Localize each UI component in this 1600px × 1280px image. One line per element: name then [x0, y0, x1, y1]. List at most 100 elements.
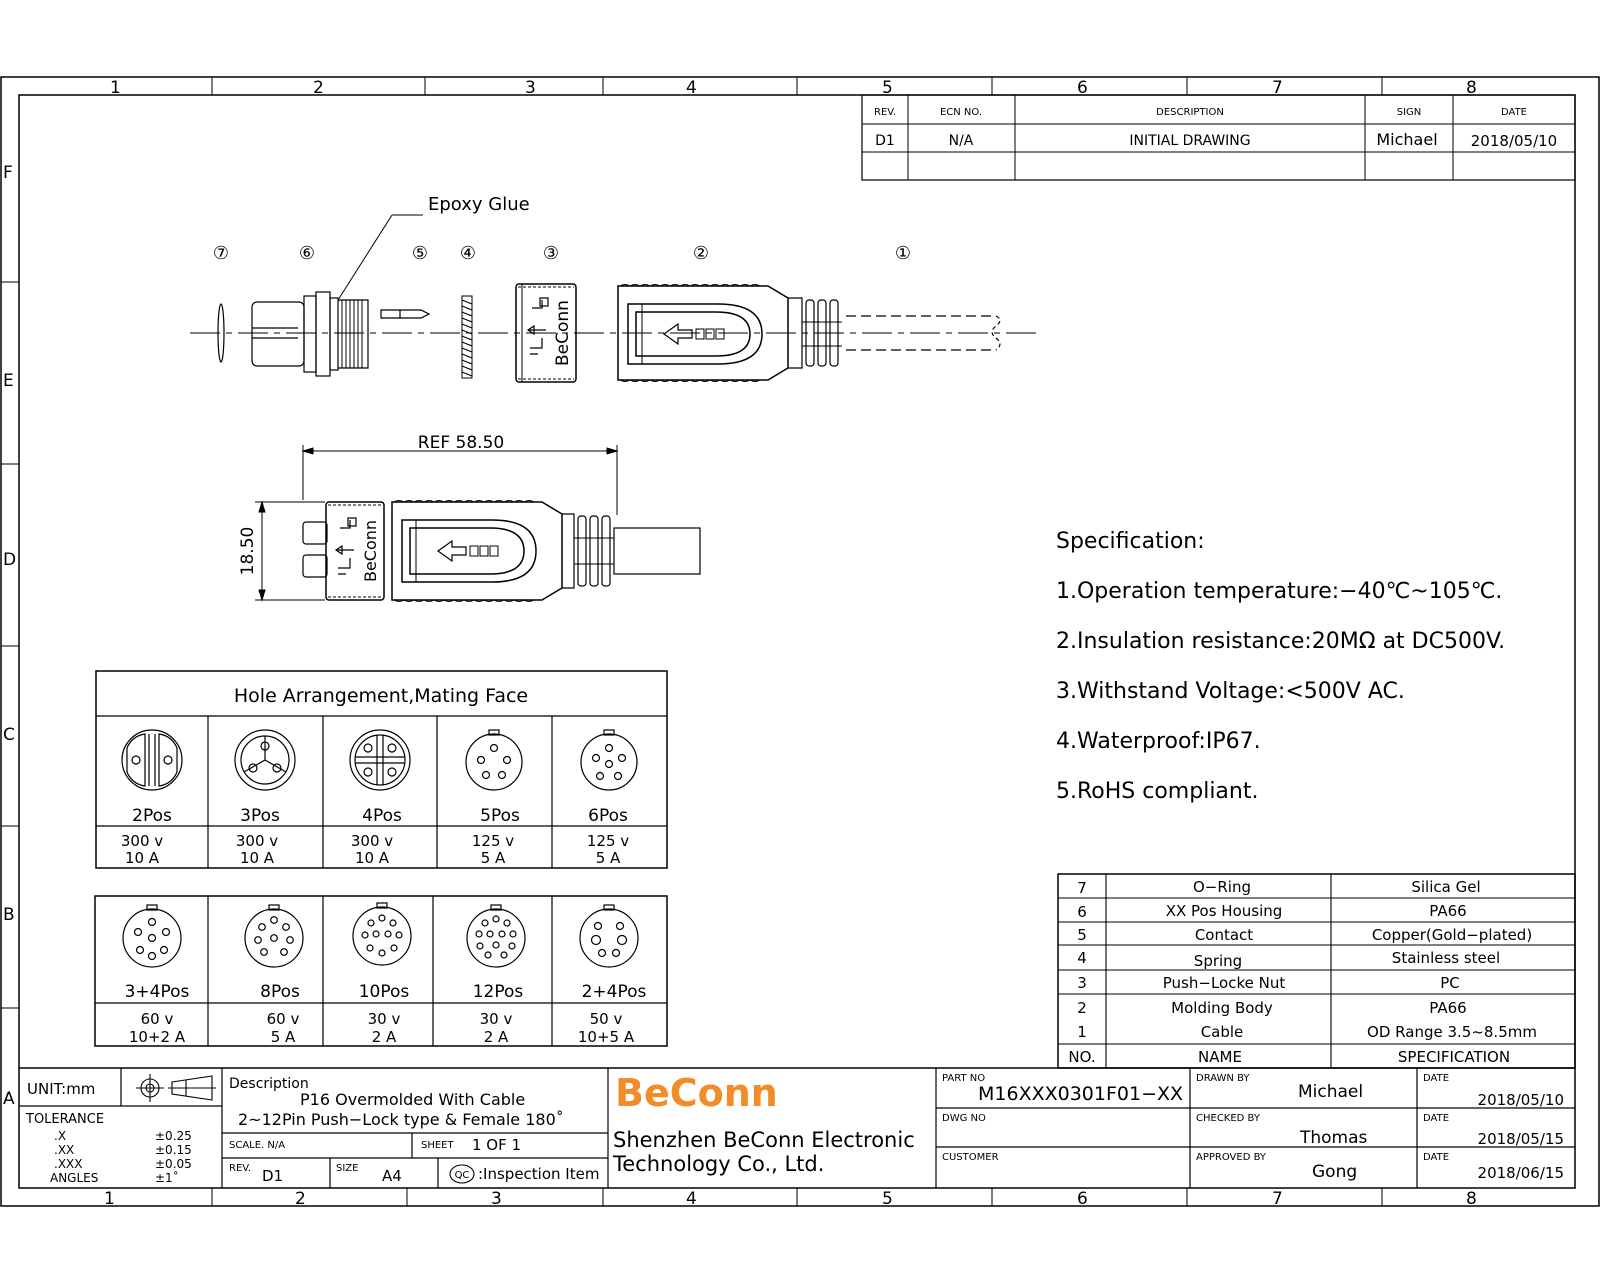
- description-line-1: P16 Overmolded With Cable: [300, 1090, 525, 1109]
- tol-xx-label: .XX: [54, 1143, 74, 1157]
- left-row-ticks: [1, 281, 19, 1009]
- row-label-C: C: [3, 725, 15, 745]
- sheet-value: 1 OF 1: [472, 1136, 521, 1154]
- assembled-pins: [302, 521, 328, 578]
- voltage-5pos: 125 v: [472, 832, 514, 850]
- voltage-2plus4pos: 50 v: [590, 1010, 623, 1028]
- label-8pos: 8Pos: [260, 982, 300, 1002]
- housing-part: [251, 291, 369, 377]
- tol-angles-value: ±1˚: [155, 1170, 179, 1185]
- title-block: UNIT:mm TOLERANCE .X ±0.25 .XX ±0.15 .XX…: [19, 1067, 1575, 1188]
- approved-by-label: APPROVED BY: [1196, 1152, 1267, 1163]
- third-angle-projection-icon: [136, 1074, 216, 1102]
- specification-block: Specification: 1.Operation temperature:−…: [1056, 529, 1505, 804]
- voltage-2pos: 300 v: [121, 832, 163, 850]
- col-label-bottom-6: 6: [1077, 1189, 1088, 1209]
- bom-name-1: Cable: [1201, 1023, 1244, 1041]
- bom-spec-6: PA66: [1429, 902, 1466, 920]
- bom-name-4: Spring: [1194, 952, 1242, 970]
- size-value: A4: [382, 1167, 402, 1185]
- epoxy-glue-callout: Epoxy Glue: [428, 194, 530, 215]
- current-5pos: 5 A: [481, 849, 506, 867]
- bom-no-7: 7: [1077, 879, 1087, 897]
- rev-value-ecn: N/A: [949, 133, 974, 149]
- approved-by-value: Gong: [1312, 1162, 1357, 1182]
- tol-xx-value: ±0.15: [155, 1143, 192, 1157]
- spec-title: Specification:: [1056, 529, 1205, 554]
- voltage-3pos: 300 v: [236, 832, 278, 850]
- balloon-7: ⑦: [213, 243, 229, 264]
- face-3pos: [234, 729, 296, 791]
- sheet-label: SHEET: [421, 1140, 455, 1151]
- ref-length-label: REF 58.50: [418, 433, 504, 453]
- spec-item-2: 2.Insulation resistance:20MΩ at DC500V.: [1056, 629, 1505, 654]
- rev-header-rev: REV.: [874, 107, 896, 118]
- bom-spec-4: Stainless steel: [1392, 949, 1500, 967]
- label-12pos: 12Pos: [473, 982, 524, 1002]
- tol-xxx-label: .XXX: [54, 1157, 82, 1171]
- molding-body-part: [617, 284, 842, 382]
- drawn-by-value: Michael: [1298, 1082, 1363, 1102]
- top-column-ticks: [211, 77, 1383, 95]
- ref-length-dimension: [301, 445, 619, 515]
- voltage-4pos: 300 v: [351, 832, 393, 850]
- company-logo: BeConn: [615, 1071, 778, 1115]
- bom-header-spec: SPECIFICATION: [1398, 1048, 1510, 1066]
- assembled-molding-body: [391, 500, 614, 602]
- rev-value-date: 2018/05/10: [1471, 132, 1557, 150]
- unit-label: UNIT:mm: [27, 1080, 95, 1098]
- balloon-4: ④: [460, 243, 476, 264]
- bom-name-3: Push−Locke Nut: [1163, 974, 1286, 992]
- col-label-top-1: 1: [110, 78, 121, 98]
- part-no-label: PART NO: [942, 1073, 985, 1084]
- voltage-3plus4pos: 60 v: [141, 1010, 174, 1028]
- current-12pos: 2 A: [484, 1028, 509, 1046]
- bottom-column-labels: 1 2 3 4 5 6 7 8: [104, 1189, 1477, 1209]
- date-drawn-value: 2018/05/10: [1478, 1091, 1564, 1109]
- push-lock-nut-part: BeConn: [515, 283, 577, 383]
- company-name-line-2: Technology Co., Ltd.: [612, 1152, 824, 1176]
- tolerance-title: TOLERANCE: [25, 1112, 104, 1127]
- company-name-line-1: Shenzhen BeConn Electronic: [613, 1128, 915, 1152]
- current-3plus4pos: 10+2 A: [129, 1028, 186, 1046]
- col-label-bottom-2: 2: [295, 1189, 306, 1209]
- scale-label: SCALE. N/A: [229, 1140, 285, 1151]
- bom-header-no: NO.: [1068, 1048, 1095, 1066]
- col-label-bottom-3: 3: [491, 1189, 502, 1209]
- face-3plus4pos: [122, 904, 182, 968]
- voltage-12pos: 30 v: [480, 1010, 513, 1028]
- date-label-checked: DATE: [1423, 1113, 1449, 1124]
- current-4pos: 10 A: [355, 849, 390, 867]
- date-label-approved: DATE: [1423, 1152, 1449, 1163]
- tol-x-value: ±0.25: [155, 1129, 192, 1143]
- balloon-1: ①: [895, 243, 911, 264]
- diameter-dimension: [255, 500, 325, 602]
- tol-angles-label: ANGLES: [50, 1171, 98, 1185]
- voltage-6pos: 125 v: [587, 832, 629, 850]
- bom-header-name: NAME: [1198, 1048, 1242, 1066]
- face-2pos: [121, 729, 183, 791]
- rev-value: D1: [262, 1167, 283, 1185]
- description-label: Description: [229, 1076, 309, 1092]
- assembled-view: REF 58.50 18.50 BeConn: [238, 433, 701, 602]
- contact-part: [380, 309, 431, 319]
- assembled-cable: [613, 527, 701, 575]
- label-2plus4pos: 2+4Pos: [582, 982, 647, 1002]
- qc-icon-mark: QC: [455, 1170, 470, 1181]
- col-label-bottom-4: 4: [686, 1189, 697, 1209]
- part-number-balloons: ⑦ ⑥ ⑤ ④ ③ ② ①: [213, 243, 911, 264]
- col-label-top-2: 2: [313, 78, 324, 98]
- spec-item-4: 4.Waterproof:IP67.: [1056, 729, 1261, 754]
- rev-label: REV.: [229, 1163, 251, 1174]
- bom-table: 7 O−Ring Silica Gel 6 XX Pos Housing PA6…: [1057, 873, 1576, 1069]
- o-ring-part: [217, 303, 225, 363]
- diameter-label: 18.50: [238, 527, 258, 576]
- nut-brand-mark: BeConn: [553, 300, 573, 366]
- date-checked-value: 2018/05/15: [1478, 1130, 1564, 1148]
- qc-label: :Inspection Item: [478, 1165, 599, 1183]
- col-label-top-6: 6: [1077, 78, 1088, 98]
- assembled-nut-unlock-icon: [334, 517, 357, 575]
- size-label: SIZE: [336, 1163, 358, 1174]
- bom-no-5: 5: [1077, 926, 1087, 944]
